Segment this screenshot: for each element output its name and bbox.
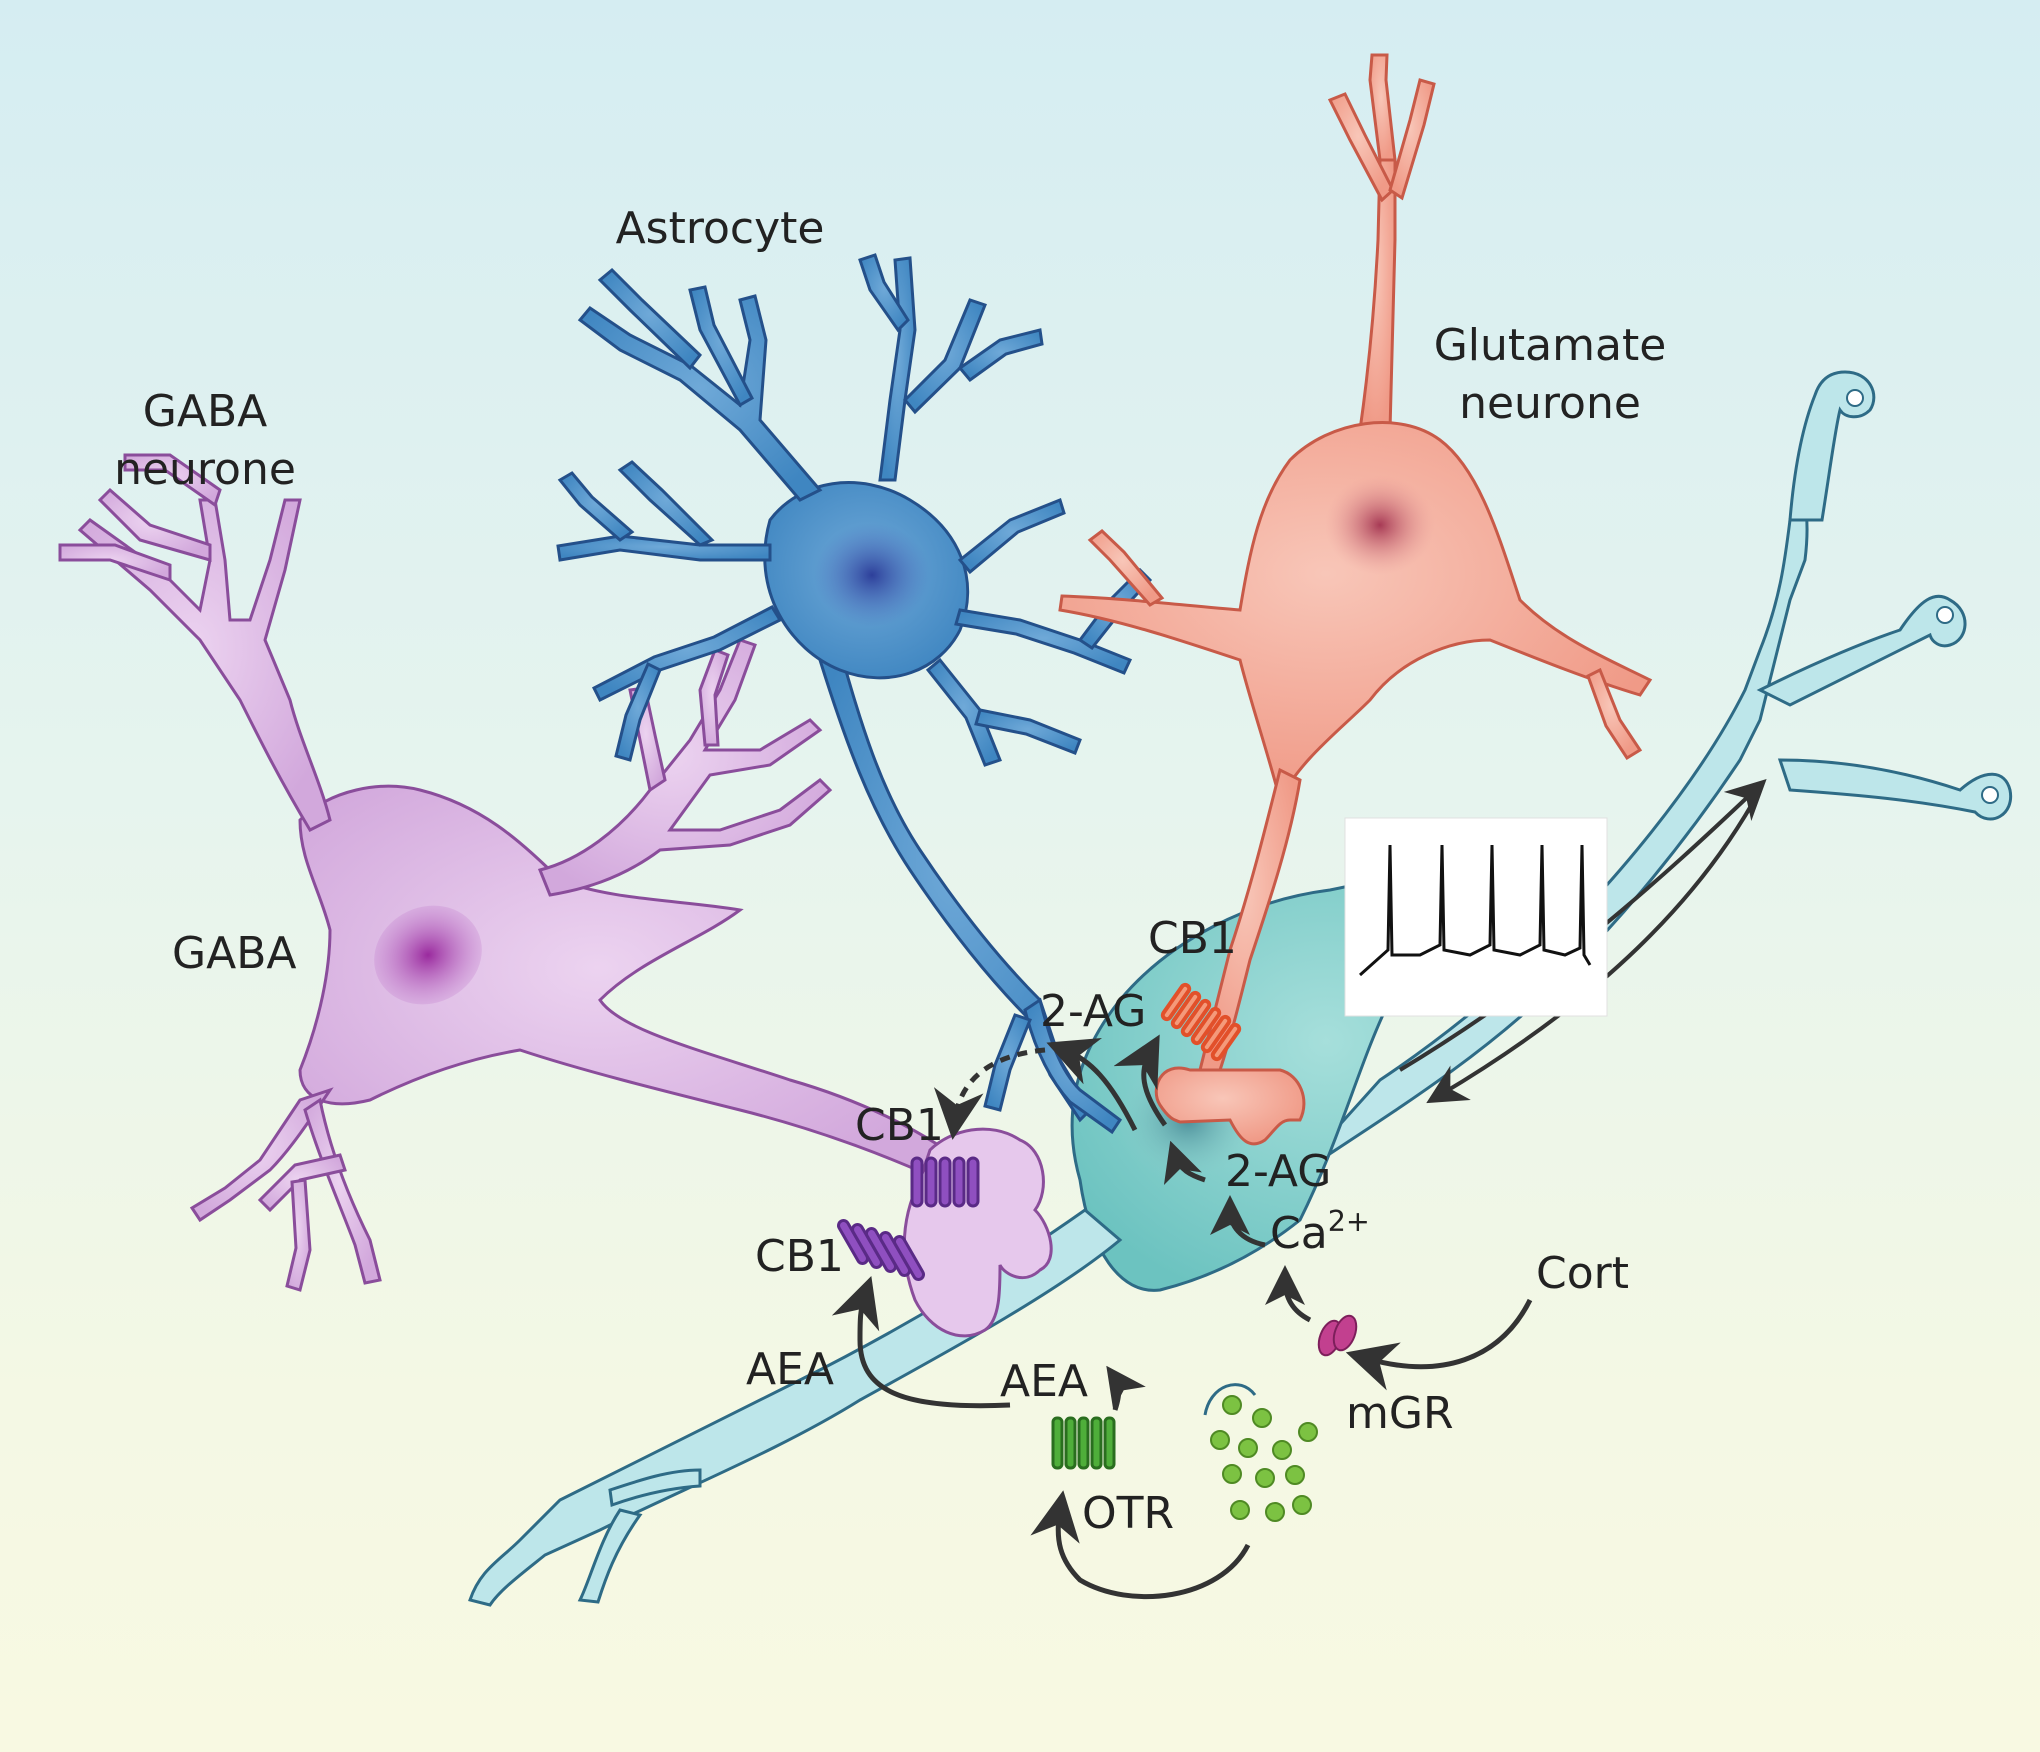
arrow-2ag-dashed-to-gaba [933, 1047, 1046, 1140]
glutamate-neurone [1058, 53, 1653, 1146]
oxytocin-vesicles [1210, 1395, 1318, 1522]
cb1-receptor-gaba-top [910, 1156, 980, 1208]
label-calcium-base: Ca [1270, 1208, 1328, 1259]
arrow-cort-to-mgr [1345, 1298, 1533, 1391]
label-gaba: GABA [172, 928, 297, 979]
label-aea-right: AEA [1000, 1356, 1088, 1407]
label-cb1-gaba-top: CB1 [855, 1100, 944, 1151]
label-gaba-neurone-line2: neurone [114, 444, 296, 495]
label-mgr: mGR [1346, 1388, 1454, 1439]
mgr-receptor [1317, 1314, 1358, 1357]
spike-train-inset [1344, 817, 1608, 1017]
cb1-receptor-gaba-left [837, 1219, 925, 1281]
label-2ag-lower: 2-AG [1225, 1146, 1332, 1197]
arrow-ca-to-2ag [1163, 1140, 1206, 1186]
arrow-mgr-to-ca [1265, 1265, 1312, 1323]
label-aea-left: AEA [746, 1344, 834, 1395]
otr-receptor [1051, 1416, 1116, 1470]
label-cb1-glutamate: CB1 [1148, 913, 1237, 964]
signalling-arrows [831, 778, 1767, 1599]
arrow-otr-to-aea [1106, 1365, 1146, 1411]
arrow-aea-to-cb1-left [831, 1276, 1011, 1409]
label-cb1-gaba-left: CB1 [755, 1231, 844, 1282]
label-gaba-neurone-line1: GABA [142, 386, 268, 437]
arrow-2ag-to-cb1-glutamate [1113, 1034, 1168, 1127]
label-glutamate-neurone-line1: Glutamate [1433, 320, 1667, 371]
label-glutamate-neurone-line2: neurone [1459, 378, 1641, 429]
astrocyte-cell [556, 253, 1153, 1135]
arrow-2ag-to-astrocyte [1046, 1037, 1138, 1132]
cb1-receptor-glutamate [1160, 982, 1242, 1062]
label-2ag-upper: 2-AG [1040, 986, 1147, 1037]
label-astrocyte: Astrocyte [615, 203, 825, 254]
label-calcium: Ca2+ [1270, 1207, 1370, 1259]
arrow-ca-rise [1210, 1195, 1266, 1248]
arrow-axon-to-soma [1426, 789, 1762, 1104]
arrow-vesicles-to-otr [1030, 1490, 1251, 1599]
label-cort: Cort [1536, 1248, 1629, 1299]
label-otr: OTR [1082, 1488, 1175, 1539]
label-calcium-charge: 2+ [1327, 1203, 1370, 1238]
